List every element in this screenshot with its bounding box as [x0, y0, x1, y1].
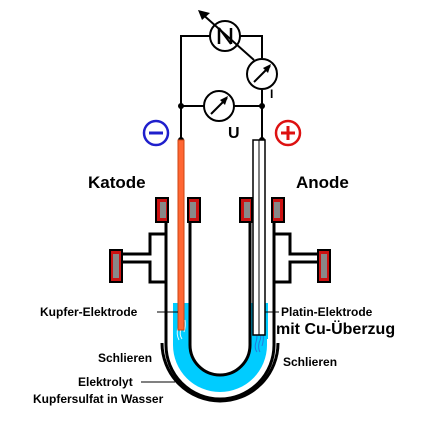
plus-sign-icon — [274, 119, 302, 147]
schlieren-left-label: Schlieren — [98, 351, 152, 365]
anode-label: Anode — [296, 173, 349, 192]
copper-electrode — [177, 139, 185, 331]
katode-label: Katode — [88, 173, 146, 192]
u-tube-bottom-stroke — [160, 342, 280, 403]
flange-top-left — [155, 197, 201, 223]
ammeter-icon — [246, 58, 278, 90]
cu-ueberzug-label: mit Cu-Überzug — [276, 319, 395, 338]
u-tube — [164, 213, 276, 401]
kupfersulfat-label: Kupfersulfat in Wasser — [33, 392, 164, 406]
elektrolyt-label: Elektrolyt — [78, 375, 133, 389]
voltage-label: U — [228, 125, 240, 142]
side-arm-right — [274, 232, 331, 284]
side-arm-left — [109, 232, 166, 284]
kupfer-elektrode-label: Kupfer-Elektrode — [40, 305, 138, 319]
flange-top-right — [239, 197, 285, 223]
voltmeter-icon — [203, 90, 235, 122]
schlieren-right-label: Schlieren — [283, 355, 337, 369]
current-label: I — [270, 87, 273, 101]
platin-elektrode-label: Platin-Elektrode — [281, 305, 373, 319]
minus-sign-icon — [142, 119, 170, 147]
platinum-electrode — [252, 139, 266, 336]
variable-resistor-icon — [198, 10, 255, 61]
